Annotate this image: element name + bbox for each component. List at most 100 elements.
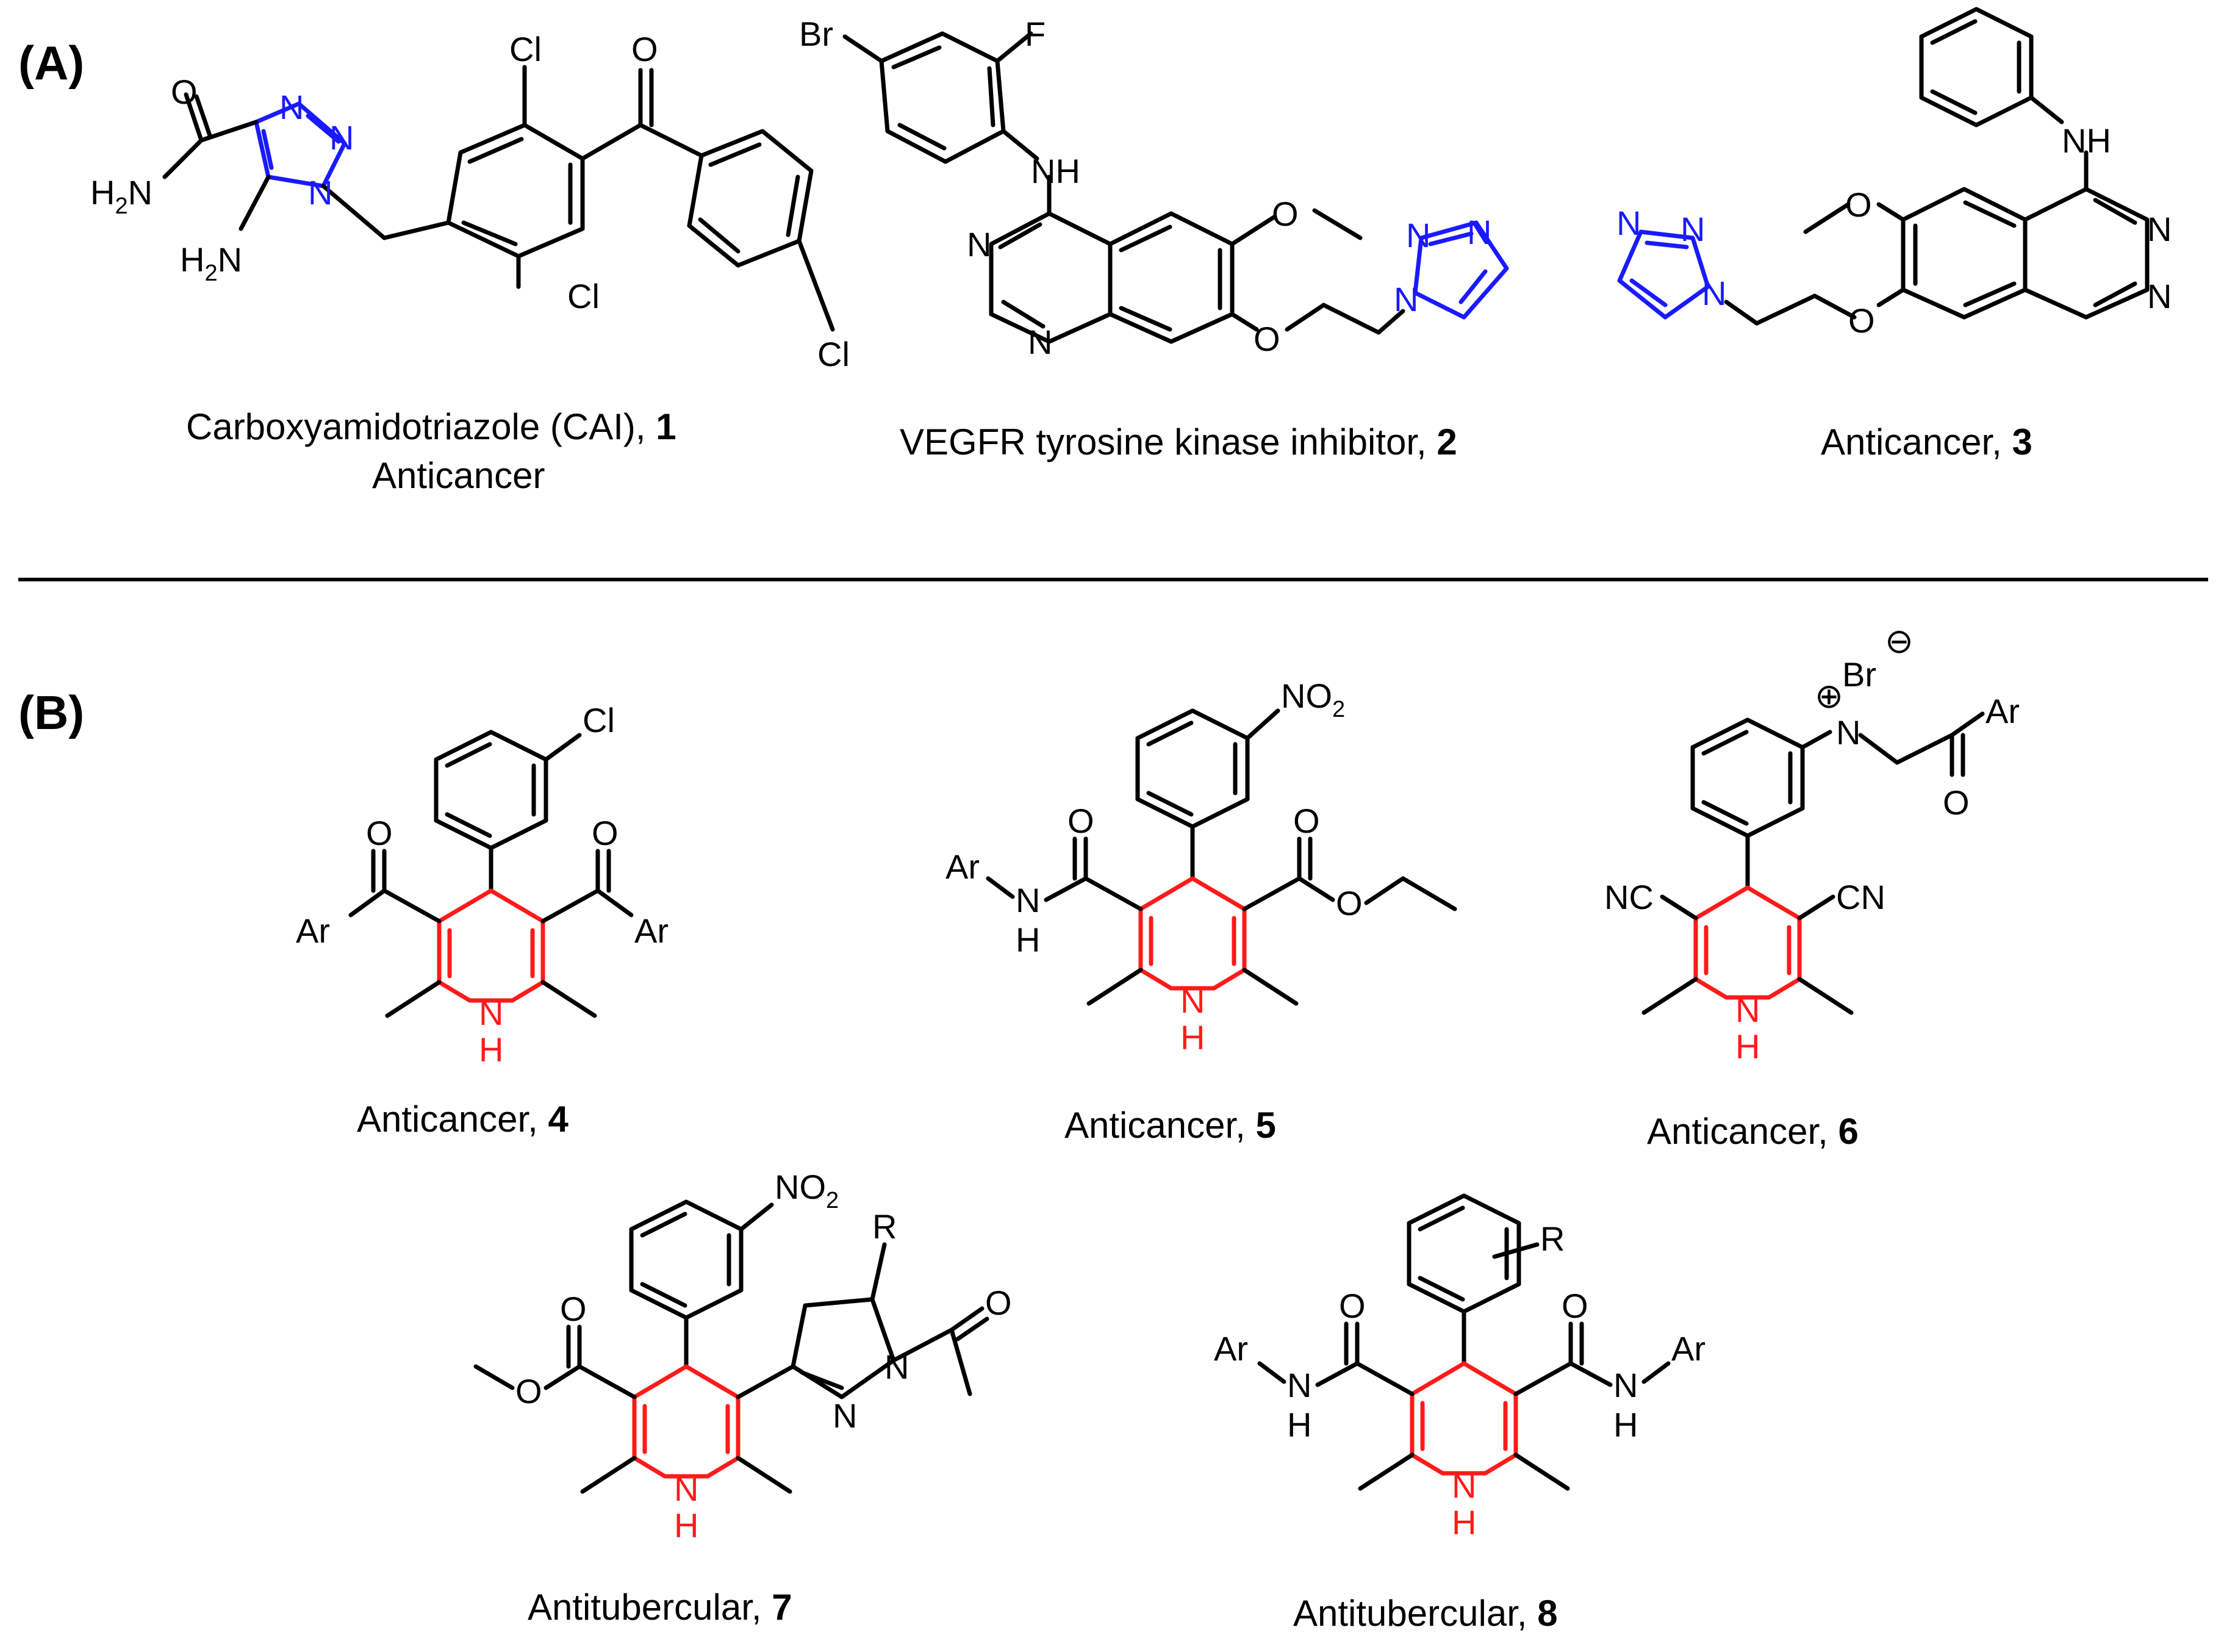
atom-n: N bbox=[1467, 213, 1491, 251]
compound-3-structure bbox=[1617, 7, 2150, 326]
atom-h: H bbox=[1287, 1406, 1311, 1444]
atom-r: R bbox=[1540, 1219, 1565, 1258]
atom-o: O bbox=[515, 1372, 542, 1410]
compound-1-activity: Anticancer bbox=[372, 455, 545, 496]
atom-n: N bbox=[1016, 881, 1040, 919]
atom-o: O bbox=[1562, 1287, 1588, 1325]
atom-h: H bbox=[479, 1030, 503, 1069]
atom-n: N bbox=[1613, 1366, 1638, 1404]
compound-1-caption: Carboxyamidotriazole (CAI), 1 bbox=[186, 406, 676, 447]
nitrophenyl-ring-7 bbox=[629, 1199, 744, 1320]
atom-n: N bbox=[1406, 216, 1430, 254]
dihydropyridine-ring-6 bbox=[1693, 885, 1802, 1000]
quinazoline-benzo bbox=[1108, 211, 1235, 344]
atom-o: O bbox=[1336, 884, 1363, 922]
bromofluorophenyl-ring bbox=[879, 31, 1006, 164]
atom-n: N bbox=[1180, 982, 1205, 1020]
atom-o: O bbox=[171, 73, 198, 111]
atom-o: O bbox=[1067, 802, 1094, 840]
atom-n: N bbox=[479, 994, 503, 1032]
atom-n: N bbox=[329, 118, 354, 157]
atom-h: H bbox=[674, 1506, 698, 1545]
compound-4-caption: Anticancer, 4 bbox=[357, 1099, 569, 1140]
atom-cl: Cl bbox=[509, 30, 542, 68]
atom-o: O bbox=[1339, 1287, 1366, 1325]
atom-no2: NO2 bbox=[1281, 677, 1345, 722]
section-a-label: (A) bbox=[18, 36, 84, 90]
atom-h2n: H2N bbox=[90, 173, 152, 219]
atom-n: N bbox=[2147, 277, 2172, 315]
atom-cl: Cl bbox=[567, 277, 600, 315]
atom-ar: Ar bbox=[296, 911, 330, 950]
dihydropyridine-ring-4 bbox=[437, 888, 545, 1003]
atom-n: N bbox=[1735, 991, 1760, 1029]
nitrophenyl-ring-5 bbox=[1135, 708, 1250, 829]
atom-n: N bbox=[279, 88, 304, 126]
chlorophenyl-ring-4 bbox=[434, 730, 548, 850]
charge-minus: ⊖ bbox=[1885, 622, 1914, 660]
pyridinium-ring-6 bbox=[1690, 717, 1805, 838]
atom-r: R bbox=[872, 1207, 897, 1246]
atom-h: H bbox=[1452, 1503, 1476, 1542]
compound-3-caption: Anticancer, 3 bbox=[1821, 422, 2032, 462]
compound-6-caption: Anticancer, 6 bbox=[1647, 1111, 1859, 1152]
compound-8-structure bbox=[1257, 1193, 1671, 1491]
compound-7-structure bbox=[473, 1199, 989, 1494]
atom-ar: Ar bbox=[1671, 1329, 1706, 1368]
triazole-ring-3 bbox=[1617, 229, 1710, 320]
compound-5-structure bbox=[986, 708, 1457, 1006]
atom-n: N bbox=[1452, 1467, 1476, 1505]
atom-o: O bbox=[1848, 301, 1875, 340]
atom-n: N bbox=[1028, 323, 1052, 361]
atom-nh: NH bbox=[2062, 121, 2111, 160]
atom-n: N bbox=[674, 1470, 698, 1508]
phthalazine-ring bbox=[2023, 187, 2150, 320]
dihydropyridine-ring-5 bbox=[1138, 876, 1247, 991]
atom-n: N bbox=[1394, 280, 1418, 318]
atom-o: O bbox=[592, 814, 619, 852]
atom-o: O bbox=[1943, 783, 1970, 822]
atom-ar: Ar bbox=[945, 847, 980, 886]
atom-n: N bbox=[308, 173, 332, 212]
triazole-ring-1 bbox=[254, 101, 347, 189]
charge-plus: ⊕ bbox=[1815, 677, 1843, 715]
atom-n: N bbox=[967, 225, 991, 264]
substituted-phenyl-ring-8 bbox=[1407, 1193, 1521, 1314]
atom-n: N bbox=[1616, 204, 1641, 242]
atom-br: Br bbox=[799, 15, 833, 53]
atom-o: O bbox=[366, 814, 393, 852]
atom-nc: NC bbox=[1604, 878, 1654, 916]
atom-n: N bbox=[833, 1396, 857, 1435]
atom-h: H bbox=[1613, 1406, 1638, 1444]
atom-cl: Cl bbox=[817, 335, 850, 373]
atom-n: N bbox=[2147, 210, 2172, 248]
atom-h: H bbox=[1735, 1027, 1760, 1066]
atom-ar: Ar bbox=[1214, 1329, 1248, 1368]
atom-h2n: H2N bbox=[180, 240, 242, 286]
compound-4-structure bbox=[348, 730, 634, 1018]
atom-br: Br bbox=[1842, 655, 1876, 694]
compound-2-structure bbox=[842, 31, 1509, 344]
atom-n: N bbox=[884, 1348, 909, 1386]
atom-ar: Ar bbox=[1985, 692, 2020, 730]
dihydropyridine-ring-7 bbox=[632, 1364, 741, 1479]
atom-n: N bbox=[1681, 210, 1705, 248]
atom-o: O bbox=[560, 1290, 587, 1328]
atom-h: H bbox=[1016, 921, 1040, 959]
atom-ar: Ar bbox=[634, 911, 669, 950]
dichlorophenyl-ring bbox=[446, 123, 585, 259]
atom-o: O bbox=[1254, 320, 1280, 358]
triazole-ring-2 bbox=[1413, 220, 1509, 320]
atom-n: N bbox=[1287, 1366, 1311, 1404]
compound-6-structure bbox=[1641, 711, 1985, 1015]
phenyl-ring-3 bbox=[1919, 7, 2034, 127]
atom-cn: CN bbox=[1836, 878, 1885, 916]
section-b-label: (B) bbox=[18, 686, 84, 739]
compound-8-caption: Antitubercular, 8 bbox=[1293, 1593, 1558, 1634]
atom-cl: Cl bbox=[583, 701, 615, 739]
atom-h: H bbox=[1180, 1018, 1205, 1057]
atom-o: O bbox=[1845, 185, 1872, 224]
compound-5-caption: Anticancer, 5 bbox=[1064, 1105, 1276, 1146]
atom-no2: NO2 bbox=[775, 1168, 839, 1213]
